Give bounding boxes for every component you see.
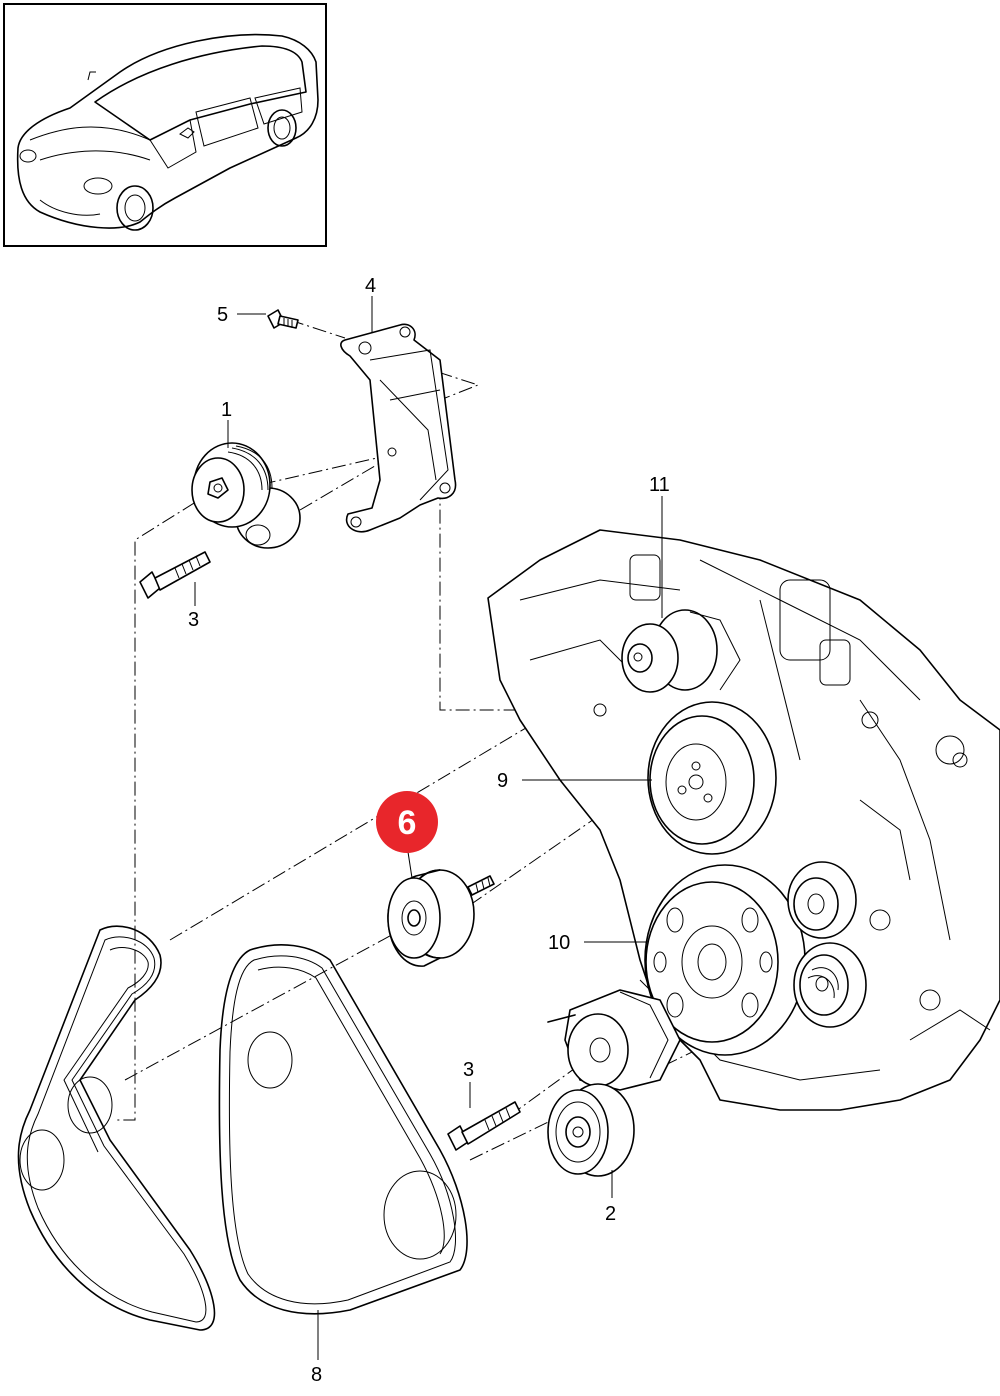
callout-5: 5 <box>217 304 228 326</box>
callout-3-lower: 3 <box>463 1059 474 1081</box>
drive-belt-large <box>218 944 468 1315</box>
callout-2: 2 <box>605 1203 616 1225</box>
water-pump-pulley-part-9 <box>647 701 777 855</box>
screw-part-5 <box>267 309 299 329</box>
leader-lines <box>194 296 663 1360</box>
callout-3-upper: 3 <box>188 609 199 631</box>
callout-6: 6 <box>398 804 417 842</box>
vehicle-thumbnail <box>3 3 327 247</box>
callout-labels: 4 5 1 3 11 9 10 3 2 8 <box>188 275 670 1386</box>
crankshaft-pulley-part-10 <box>644 864 806 1056</box>
tensioner-pulley-part-2 <box>547 1083 635 1177</box>
callout-4: 4 <box>365 275 376 297</box>
callout-11: 11 <box>649 474 670 496</box>
callout-9: 9 <box>497 770 508 792</box>
bolt-part-3-upper <box>139 551 211 599</box>
sports-sedan-thumbnail <box>16 33 319 231</box>
callout-10: 10 <box>548 932 570 954</box>
idler-bracket <box>340 323 457 533</box>
highlight-badge-part-6[interactable]: 6 <box>376 791 438 853</box>
idler-pulley-part-6 <box>387 869 495 967</box>
bolt-part-3-lower <box>447 1101 521 1151</box>
engine-idler-pulleys <box>787 861 867 1028</box>
callout-8: 8 <box>311 1364 322 1386</box>
belt-tensioner <box>547 989 681 1091</box>
highlight-badge-circle <box>376 791 438 853</box>
alternator-pulley-part-11 <box>621 609 741 693</box>
drive-belt-small <box>17 925 216 1331</box>
callout-1: 1 <box>221 399 232 421</box>
idler-pulley-part-1 <box>191 442 301 549</box>
